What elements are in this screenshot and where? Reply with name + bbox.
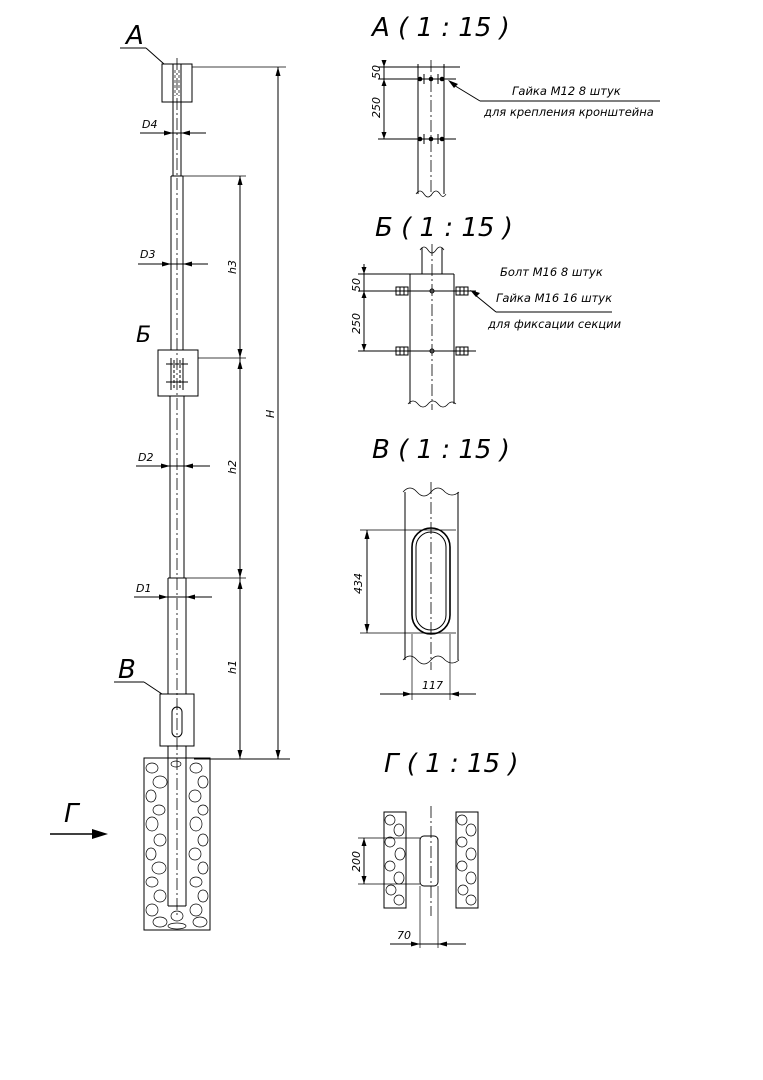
label-g: Г: [64, 799, 81, 829]
detail-b: Б ( 1 : 15 ) 50 250: [350, 213, 622, 410]
detail-a-dim-250: 250: [370, 97, 383, 118]
detail-b-break-bottom: [407, 400, 457, 408]
dim-big-h: H: [264, 410, 277, 418]
detail-g-dim-70: 70: [397, 929, 411, 942]
detail-v-slot-inner: [415, 531, 447, 631]
leader-a: [145, 47, 165, 65]
leader-v: [143, 681, 163, 695]
label-v: В: [118, 655, 136, 685]
detail-b-note-3: для фиксации секции: [487, 317, 622, 331]
detail-v-dim-117: 117: [422, 679, 443, 692]
detail-g-dim-200: 200: [350, 851, 363, 872]
detail-g-title: Г ( 1 : 15 ): [384, 749, 518, 779]
dim-d2: D2: [138, 451, 153, 464]
detail-a-dim-50: 50: [370, 65, 383, 79]
detail-b-note-1: Болт М16 8 штук: [500, 265, 603, 279]
detail-g: Г ( 1 : 15 ) 200 70: [350, 749, 518, 948]
detail-a-note-1: Гайка М12 8 штук: [512, 84, 621, 98]
detail-b-leader-arrow: [470, 290, 480, 297]
label-b: Б: [136, 323, 151, 348]
detail-a-leader: [451, 83, 481, 102]
flange-box-b: [157, 349, 199, 397]
foundation-outline: [143, 757, 211, 931]
dim-h2: h2: [226, 460, 239, 474]
detail-b-note-2: Гайка М16 16 штук: [496, 291, 612, 305]
detail-b-title: Б ( 1 : 15 ): [375, 213, 513, 243]
detail-g-slot: [419, 835, 439, 887]
detail-v: В ( 1 : 15 ) 434 117: [352, 435, 510, 700]
dim-h3: h3: [226, 260, 239, 274]
view-arrow-g-head: [92, 829, 108, 839]
detail-a-note-2: для крепления кронштейна: [483, 105, 654, 119]
detail-a-title: А ( 1 : 15 ): [370, 13, 510, 43]
detail-b-dim-50: 50: [350, 278, 363, 292]
detail-b-leader: [473, 293, 497, 313]
detail-a: А ( 1 : 15 ) 50 250 Гайка М12 8 штук для…: [370, 13, 660, 198]
detail-v-title: В ( 1 : 15 ): [372, 435, 510, 465]
foundation: [143, 757, 211, 931]
label-a: А: [124, 21, 144, 51]
main-view: А Б В: [50, 21, 290, 931]
detail-b-dim-250: 250: [350, 313, 363, 334]
detail-a-break: [415, 190, 447, 198]
dim-h1: h1: [226, 660, 239, 674]
dim-d4: D4: [142, 118, 157, 131]
detail-v-slot-outer: [411, 527, 451, 635]
dim-d1: D1: [136, 582, 151, 595]
detail-v-dim-434: 434: [352, 573, 365, 594]
detail-v-break-bottom: [402, 655, 460, 665]
dim-d3: D3: [140, 248, 155, 261]
